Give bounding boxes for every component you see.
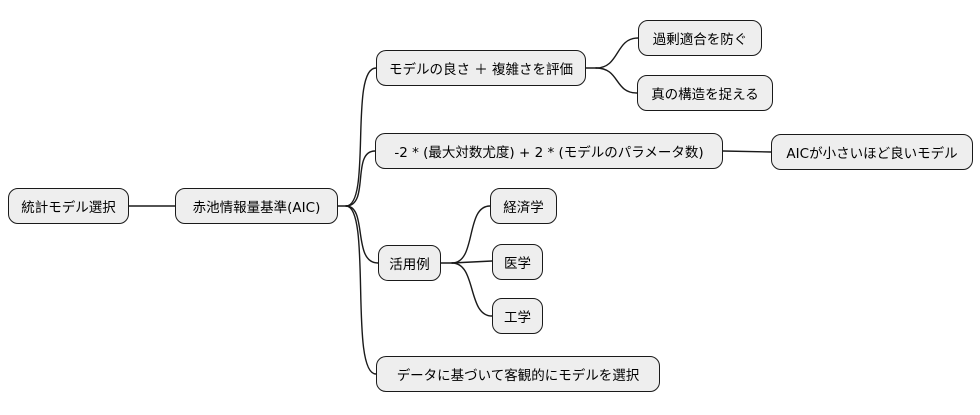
node-root[interactable]: 統計モデル選択 — [8, 188, 129, 224]
node-aic[interactable]: 赤池情報量基準(AIC) — [175, 188, 338, 224]
node-goodness-complexity[interactable]: モデルの良さ ＋ 複雑さを評価 — [376, 50, 586, 86]
connector-goodness-overfit — [595, 37, 639, 69]
node-aic-formula[interactable]: -2 * (最大対数尤度) + 2 * (モデルのパラメータ数) — [375, 133, 723, 169]
node-engineering[interactable]: 工学 — [492, 298, 543, 334]
connector-examples-med — [451, 260, 493, 264]
connector-aic-goodness — [345, 67, 377, 207]
connector-examples-eng — [451, 262, 493, 317]
connector-examples-econ — [451, 205, 491, 264]
connector-aic-databased — [345, 205, 377, 375]
connector-aic-formula — [345, 150, 376, 207]
node-objective-model-selection[interactable]: データに基づいて客観的にモデルを選択 — [376, 356, 660, 392]
node-economics[interactable]: 経済学 — [490, 188, 557, 224]
connector-aic-examples — [345, 205, 379, 264]
node-use-cases[interactable]: 活用例 — [378, 245, 441, 281]
connector-formula-aicsmall — [722, 150, 772, 153]
node-smaller-aic-better[interactable]: AICが小さいほど良いモデル — [771, 134, 973, 170]
node-capture-true-structure[interactable]: 真の構造を捉える — [637, 75, 773, 111]
node-prevent-overfitting[interactable]: 過剰適合を防ぐ — [638, 20, 762, 56]
connector-goodness-truestruct — [595, 67, 638, 94]
node-medicine[interactable]: 医学 — [492, 244, 543, 280]
